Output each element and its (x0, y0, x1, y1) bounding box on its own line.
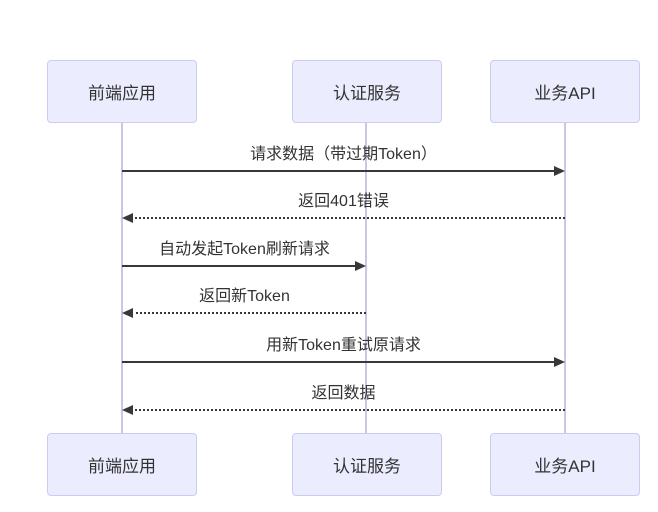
actor-business-api-bottom: 业务API (490, 433, 640, 496)
arrowhead-right-icon (554, 166, 565, 176)
arrowhead-left-icon (122, 405, 133, 415)
actor-frontend-app-top: 前端应用 (47, 60, 197, 123)
message-arrow-2 (131, 217, 565, 219)
actor-label: 认证服务 (333, 84, 401, 103)
message-arrow-5 (122, 361, 556, 363)
message-arrow-3 (122, 265, 357, 267)
actor-label: 业务API (534, 457, 596, 476)
lifeline-auth-service (365, 123, 367, 433)
actor-label: 前端应用 (88, 84, 156, 103)
message-label-1: 请求数据（带过期Token） (250, 146, 437, 163)
message-label-4: 返回新Token (199, 288, 290, 305)
lifeline-frontend-app (121, 123, 123, 433)
actor-label: 认证服务 (333, 457, 401, 476)
actor-business-api-top: 业务API (490, 60, 640, 123)
message-arrow-6 (131, 409, 565, 411)
arrowhead-right-icon (554, 357, 565, 367)
actor-label: 业务API (534, 84, 596, 103)
message-arrow-1 (122, 170, 556, 172)
message-label-6: 返回数据 (311, 385, 376, 402)
message-label-3: 自动发起Token刷新请求 (159, 241, 330, 258)
actor-auth-service-top: 认证服务 (292, 60, 442, 123)
arrowhead-right-icon (355, 261, 366, 271)
arrowhead-left-icon (122, 308, 133, 318)
lifeline-business-api (564, 123, 566, 433)
message-arrow-4 (131, 312, 366, 314)
actor-label: 前端应用 (88, 457, 156, 476)
message-label-5: 用新Token重试原请求 (266, 337, 421, 354)
message-label-2: 返回401错误 (298, 193, 389, 210)
actor-frontend-app-bottom: 前端应用 (47, 433, 197, 496)
arrowhead-left-icon (122, 213, 133, 223)
actor-auth-service-bottom: 认证服务 (292, 433, 442, 496)
